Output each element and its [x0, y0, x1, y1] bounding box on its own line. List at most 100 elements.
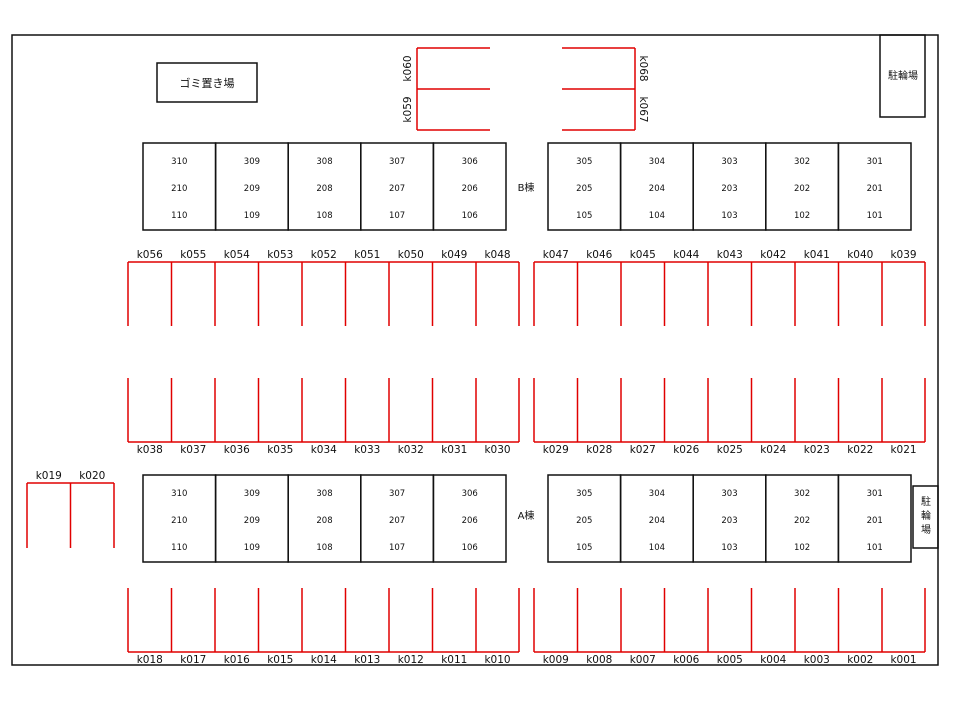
- building-b-left-unit-number: 310: [171, 157, 187, 167]
- parking-bottom-left-space-label: k011: [441, 654, 467, 666]
- building-b-left-unit-number: 106: [462, 211, 478, 221]
- parking-bottom-right-space-label: k004: [760, 654, 786, 666]
- building-b-right-unit-number: 302: [794, 157, 810, 167]
- building-b-right-unit-number: 102: [794, 211, 810, 221]
- building-a-left-unit-number: 209: [244, 516, 260, 526]
- parking-mid-right-space-label: k026: [673, 444, 699, 456]
- parking-bottom-right-space-label: k003: [804, 654, 830, 666]
- building-a-left-unit-number: 110: [171, 543, 187, 553]
- parking-mid-left-space-label: k032: [398, 444, 424, 456]
- parking-mid-left-space-label: k031: [441, 444, 467, 456]
- building-b-right-unit-number: 305: [576, 157, 592, 167]
- parking-mid-right-space-label: k022: [847, 444, 873, 456]
- building-a-right-unit-number: 105: [576, 543, 592, 553]
- parking-side-left-space-label: k020: [79, 470, 105, 482]
- building-b-right-unit-block: [837, 142, 912, 231]
- building-b-right-unit-number: 105: [576, 211, 592, 221]
- building-b-left-unit-number: 107: [389, 211, 405, 221]
- building-a-left-unit-number: 310: [171, 489, 187, 499]
- parking-bottom-left-space-label: k016: [224, 654, 250, 666]
- building-b-right-unit-number: 203: [721, 184, 737, 194]
- parking-upper-right-space-label: k041: [804, 249, 830, 261]
- building-b-left-unit-number: 210: [171, 184, 187, 194]
- parking-mid-left-space-label: k035: [267, 444, 293, 456]
- bicycle-parking-top-label: 駐輪場: [888, 69, 918, 82]
- parking-upper-left-space-label: k049: [441, 249, 467, 261]
- parking-upper-right-space-label: k046: [586, 249, 612, 261]
- building-b-left-unit-number: 108: [316, 211, 332, 221]
- bicycle-parking-side-box: [912, 485, 939, 549]
- building-b-right-unit-number: 104: [649, 211, 665, 221]
- parking-mid-left-space-label: k033: [354, 444, 380, 456]
- parking-upper-right-space-label: k040: [847, 249, 873, 261]
- bicycle-parking-side-char-3: 場: [921, 523, 931, 536]
- building-a-left-unit-number: 208: [316, 516, 332, 526]
- parking-mid-right-space-label: k023: [804, 444, 830, 456]
- building-b-left-unit-block: [432, 142, 507, 231]
- garbage-area-box: [156, 62, 258, 103]
- parking-mid-left-space-label: k037: [180, 444, 206, 456]
- site-boundary: [11, 34, 939, 666]
- building-a-left-unit-number: 306: [462, 489, 478, 499]
- parking-top-right-space-label: k067: [637, 96, 649, 122]
- building-a-right-unit-number: 203: [721, 516, 737, 526]
- building-a-right-unit-number: 101: [867, 543, 883, 553]
- building-a-right-unit-number: 201: [867, 516, 883, 526]
- building-a-left-unit-number: 207: [389, 516, 405, 526]
- parking-top-right-space-label: k068: [637, 55, 649, 81]
- building-a-right-unit-number: 104: [649, 543, 665, 553]
- parking-upper-left-space-label: k052: [311, 249, 337, 261]
- parking-upper-left-space-label: k055: [180, 249, 206, 261]
- parking-bottom-right-space-label: k001: [890, 654, 916, 666]
- building-b-label: B棟: [518, 181, 535, 194]
- parking-bottom-right-space-label: k008: [586, 654, 612, 666]
- parking-upper-right-space-label: k043: [717, 249, 743, 261]
- parking-upper-left-space-label: k048: [484, 249, 510, 261]
- building-a-left-unit-number: 210: [171, 516, 187, 526]
- parking-mid-right-space-label: k025: [717, 444, 743, 456]
- building-a-right-unit-block: [837, 474, 912, 563]
- building-b-left-unit-number: 208: [316, 184, 332, 194]
- parking-upper-right-space-label: k042: [760, 249, 786, 261]
- parking-mid-left-space-label: k030: [484, 444, 510, 456]
- building-a-right-unit-number: 205: [576, 516, 592, 526]
- bicycle-parking-side-char-1: 駐: [921, 495, 931, 508]
- building-a-left-unit-number: 309: [244, 489, 260, 499]
- building-a-left-unit-number: 108: [316, 543, 332, 553]
- building-b-right-unit-number: 101: [867, 211, 883, 221]
- parking-upper-right-space-label: k045: [630, 249, 656, 261]
- parking-bottom-right-space-label: k006: [673, 654, 699, 666]
- parking-bottom-right-space-label: k009: [543, 654, 569, 666]
- garbage-area-label: ゴミ置き場: [180, 76, 235, 90]
- parking-mid-right-space-label: k024: [760, 444, 786, 456]
- building-b-left-unit-number: 309: [244, 157, 260, 167]
- parking-bottom-left-space-label: k013: [354, 654, 380, 666]
- parking-mid-left-space-label: k036: [224, 444, 250, 456]
- parking-bottom-left-space-label: k017: [180, 654, 206, 666]
- parking-bottom-left-space-label: k012: [398, 654, 424, 666]
- building-b-left-unit-number: 306: [462, 157, 478, 167]
- building-a-right-unit-number: 202: [794, 516, 810, 526]
- parking-upper-left-space-label: k054: [224, 249, 250, 261]
- building-a-left-unit-number: 106: [462, 543, 478, 553]
- building-b-left-unit-number: 307: [389, 157, 405, 167]
- parking-bottom-right-space-label: k002: [847, 654, 873, 666]
- parking-mid-right-space-label: k028: [586, 444, 612, 456]
- building-a-left-unit-number: 107: [389, 543, 405, 553]
- building-a-left-unit-number: 308: [316, 489, 332, 499]
- building-b-right-unit-number: 303: [721, 157, 737, 167]
- building-a-right-unit-number: 301: [867, 489, 883, 499]
- parking-upper-right-space-label: k044: [673, 249, 699, 261]
- parking-mid-left-space-label: k038: [137, 444, 163, 456]
- building-b-left-unit-number: 110: [171, 211, 187, 221]
- parking-side-left-space-label: k019: [36, 470, 62, 482]
- building-b-left-unit-number: 109: [244, 211, 260, 221]
- parking-upper-left-space-label: k056: [137, 249, 163, 261]
- parking-upper-right-space-label: k047: [543, 249, 569, 261]
- building-a-right-unit-number: 103: [721, 543, 737, 553]
- parking-bottom-left-space-label: k010: [484, 654, 510, 666]
- building-b-right-unit-number: 103: [721, 211, 737, 221]
- parking-mid-right-space-label: k029: [543, 444, 569, 456]
- parking-mid-right-space-label: k027: [630, 444, 656, 456]
